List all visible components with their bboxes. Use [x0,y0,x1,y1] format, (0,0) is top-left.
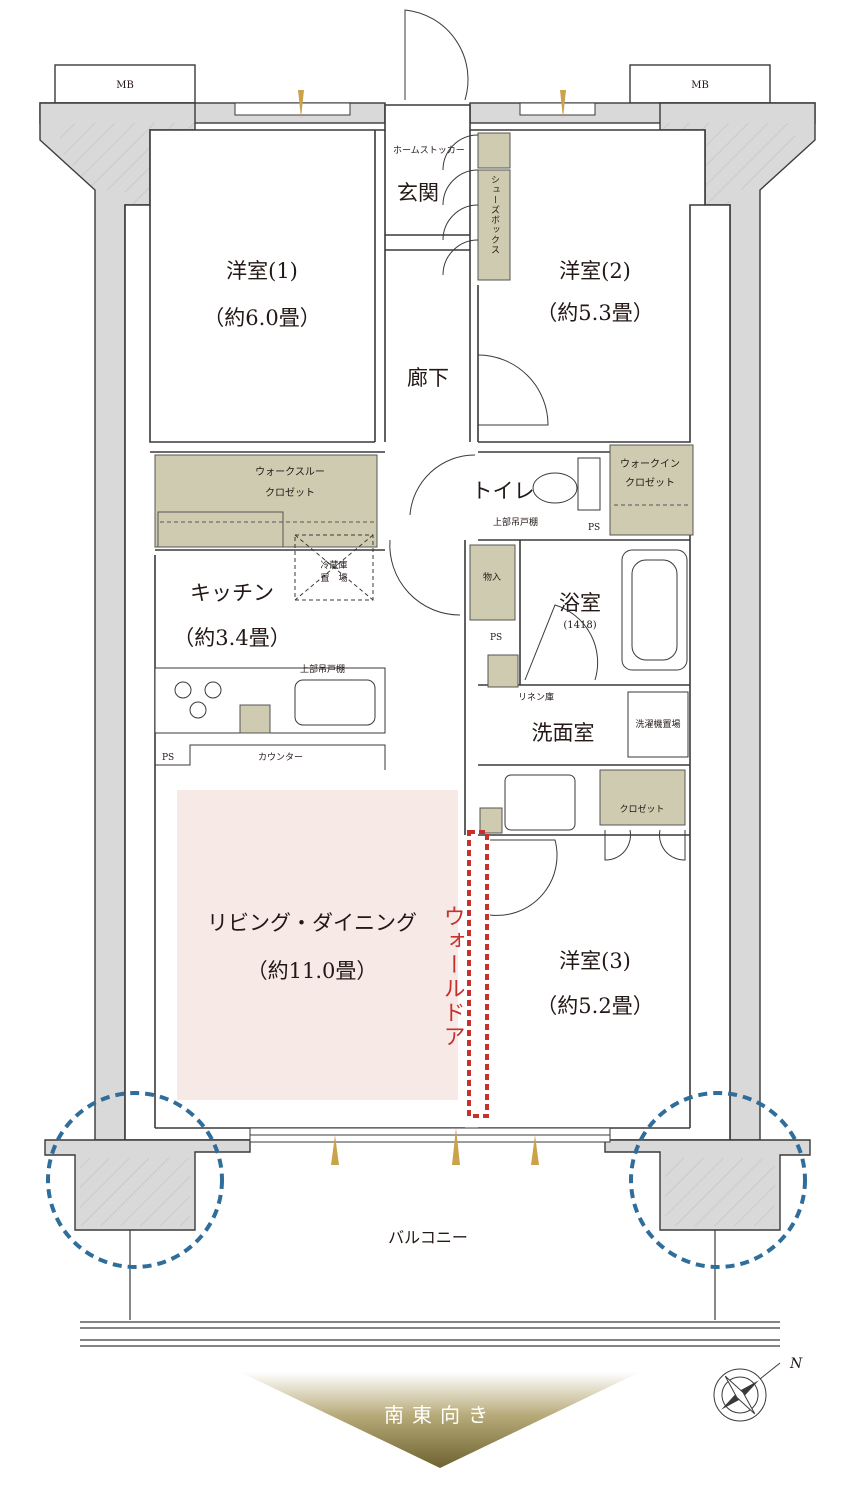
door-kitchen [389,539,461,616]
shoe-box [477,169,511,281]
laundry-label: 洗濯機置場 [635,718,680,730]
washbasin [504,774,576,831]
home-stocker-label: ホームストッカー [393,145,465,156]
balcony-rail [80,1230,780,1347]
counter-label: カウンター [258,752,303,763]
mb-label-right: MB [691,80,709,91]
door-western3 [489,839,558,916]
door-bathroom [524,604,599,681]
ps-bath-label: PS [490,633,502,643]
laundry-space [627,691,689,758]
room-washroom-name: 洗面室 [532,721,595,745]
fridge-space [294,534,374,601]
room-western1-size: （約6.0畳） [203,306,320,330]
toilet-bowl [532,472,578,504]
room-entrance-name: 玄関 [397,181,439,205]
walk-in-closet [609,444,694,536]
compass-icon [713,1362,781,1422]
walk-in-closet-label-2: クロゼット [625,477,675,489]
room-hallway-name: 廊下 [407,366,449,390]
room-balcony-name: バルコニー [388,1228,468,1247]
wall-door-label: ウォールドア [440,905,465,1049]
kitchen-sink [294,679,376,726]
room-western1-name: 洋室(1) [226,259,298,283]
compass-north-label: N [789,1356,803,1372]
ps-kitchen-label: PS [162,753,174,763]
mb-box-left [54,64,196,104]
room-bathroom-size: (1418) [563,620,596,631]
shoe-box-label: シューズボックス [489,175,500,255]
room-bathroom-name: 浴室 [559,591,601,615]
door-western2 [477,354,549,426]
walk-through-closet-label-1: ウォークスルー [255,466,325,478]
front-door [404,9,469,101]
ps-toilet-label: PS [588,523,600,533]
fridge-label-1: 冷蔵庫 [320,559,347,571]
room-western3-name: 洋室(3) [559,949,631,973]
home-stocker [477,132,511,169]
stove-burners [174,681,222,719]
walk-through-closet [154,454,378,548]
upper-cabinet-toilet-label: 上部吊戸棚 [493,516,538,528]
column-right-top-hatch [660,123,795,205]
room-western2-size: （約5.3畳） [536,301,653,325]
orientation-label: 南東向き [384,1403,496,1427]
toilet-tank [577,457,601,511]
walk-in-closet-label-1: ウォークイン [620,458,680,470]
column-left-top-hatch [60,123,195,205]
fridge-label-2: 置 場 [320,572,347,584]
storage [469,544,516,621]
room-kitchen-name: キッチン [190,581,274,605]
shoe-box-doors [442,134,479,276]
room-living-size: （約11.0畳） [247,959,378,983]
room-toilet-name: トイレ [472,479,535,503]
door-hallway [409,454,476,516]
counter-edge [155,744,386,770]
mb-label-left: MB [116,80,134,91]
closet3 [599,769,686,826]
upper-cabinet-kitchen-label: 上部吊戸棚 [300,663,345,675]
kitchen-upper-cabinet [239,704,271,734]
windows-top [234,90,596,118]
highlight-circle-left [46,1091,224,1269]
closet3-doors [604,829,686,861]
closet3-label: クロゼット [619,803,664,815]
washbasin-cabinet [479,807,503,834]
linen-label: リネン庫 [518,691,554,703]
room-kitchen-size: （約3.4畳） [173,626,290,650]
orientation-banner [240,1372,640,1468]
wall-door [467,830,489,1118]
balcony-windows [249,1127,611,1165]
column-left-bottom-hatch [80,1158,190,1226]
mb-box-right [629,64,771,104]
column-right-bottom-hatch [665,1158,775,1226]
room-living-name: リビング・ダイニング [207,911,417,935]
living-area-fill [177,790,458,1100]
walk-through-closet-label-2: クロゼット [265,487,315,499]
room-western3-size: （約5.2畳） [536,994,653,1018]
bathtub [621,549,688,671]
highlight-circle-right [629,1091,807,1269]
storage-label: 物入 [483,571,501,583]
room-western2-name: 洋室(2) [559,259,631,283]
linen-cabinet [487,654,519,688]
